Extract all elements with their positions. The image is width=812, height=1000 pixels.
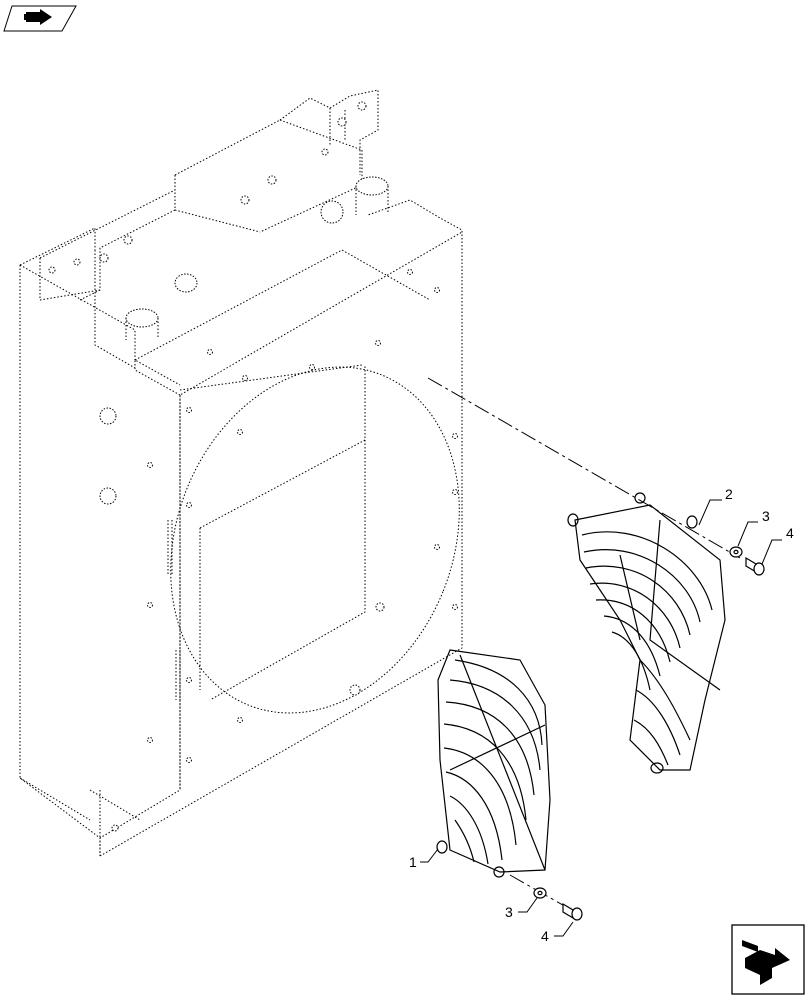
callout-4-upper[interactable]: 4 [761,525,794,565]
callout-number: 4 [786,525,794,541]
lower-fan-guard [436,649,551,878]
radiator-shroud-assembly [19,89,463,857]
bolt-upper [745,556,765,576]
callout-number: 3 [505,904,513,920]
callout-number: 2 [725,486,733,502]
callout-1[interactable]: 1 [409,848,439,870]
callout-number: 3 [762,508,770,524]
alignment-line-upper [427,377,741,559]
callout-number: 1 [409,854,417,870]
upper-fan-guard [567,492,726,774]
callout-number: 4 [541,928,549,944]
callout-3-lower[interactable]: 3 [505,897,538,920]
callout-3-upper[interactable]: 3 [737,508,770,547]
next-page-arrow-icon[interactable] [731,924,805,995]
assembly-arrow-icon[interactable] [3,5,77,32]
washer-upper [729,546,743,558]
callout-4-lower[interactable]: 4 [541,921,574,944]
bolt-lower [562,902,583,921]
callout-2[interactable]: 2 [698,486,733,526]
washer-lower [533,887,547,899]
